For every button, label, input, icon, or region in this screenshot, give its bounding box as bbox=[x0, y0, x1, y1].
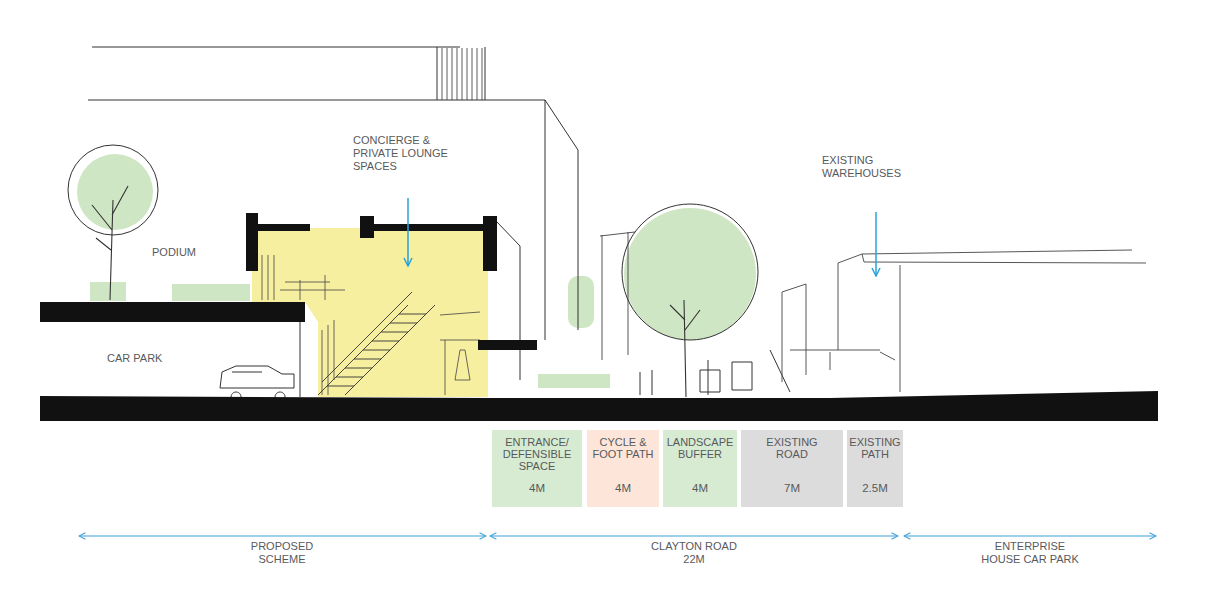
planting bbox=[568, 276, 594, 328]
dimension-band: ENTRANCE/ DEFENSIBLE SPACE 4M bbox=[492, 430, 582, 507]
band-width: 2.5M bbox=[848, 482, 902, 495]
band-name: LANDSCAPE BUFFER bbox=[665, 436, 735, 460]
tree-foliage bbox=[624, 208, 756, 340]
dimension-label: ENTERPRISE HOUSE CAR PARK bbox=[977, 540, 1083, 566]
dimension-label: CLAYTON ROAD 22M bbox=[647, 540, 741, 566]
ground-slab bbox=[40, 391, 1158, 421]
band-name: EXISTING ROAD bbox=[761, 436, 823, 460]
building-outline bbox=[88, 47, 578, 397]
building-outline bbox=[600, 232, 635, 360]
annotation-label: CONCIERGE & PRIVATE LOUNGE SPACES bbox=[353, 134, 465, 173]
callout-arrow bbox=[875, 212, 877, 276]
dimension-line bbox=[79, 535, 486, 536]
tree-trunk bbox=[670, 300, 700, 397]
callout-arrow bbox=[407, 198, 409, 266]
tree-foliage bbox=[77, 154, 153, 230]
interior-sketch bbox=[262, 255, 480, 395]
dimension-line bbox=[904, 535, 1156, 536]
tree-outline bbox=[622, 204, 758, 340]
annotation-label: PODIUM bbox=[152, 246, 196, 259]
dimension-line bbox=[490, 535, 898, 536]
hatch bbox=[442, 48, 482, 100]
annotation-label: EXISTING WAREHOUSES bbox=[822, 154, 914, 180]
tree-outline bbox=[68, 145, 158, 235]
planting bbox=[538, 374, 610, 388]
roof-parapet bbox=[360, 216, 374, 238]
roof-slab bbox=[258, 224, 310, 231]
staircase bbox=[318, 292, 435, 395]
band-name: ENTRANCE/ DEFENSIBLE SPACE bbox=[495, 436, 579, 472]
planting bbox=[90, 282, 126, 301]
planting bbox=[172, 284, 250, 301]
dimension-band: CYCLE & FOOT PATH 4M bbox=[587, 430, 659, 507]
warehouse-outline bbox=[782, 250, 1146, 392]
dimension-band: EXISTING ROAD 7M bbox=[741, 430, 843, 507]
dimension-band: EXISTING PATH 2.5M bbox=[847, 430, 903, 507]
roof-slab bbox=[374, 224, 486, 231]
band-name: EXISTING PATH bbox=[848, 436, 902, 460]
annotation-label: CAR PARK bbox=[107, 352, 162, 365]
podium-slab bbox=[40, 302, 305, 322]
band-name: CYCLE & FOOT PATH bbox=[590, 436, 656, 460]
dimension-band: LANDSCAPE BUFFER 4M bbox=[663, 430, 737, 507]
band-width: 7M bbox=[761, 482, 823, 495]
car bbox=[220, 366, 294, 402]
dimension-label: PROPOSED SCHEME bbox=[236, 540, 328, 566]
street-figures bbox=[640, 350, 790, 395]
roof-parapet bbox=[246, 213, 258, 271]
canopy bbox=[478, 340, 537, 350]
band-width: 4M bbox=[665, 482, 735, 495]
band-width: 4M bbox=[495, 482, 579, 495]
tree-trunk bbox=[92, 186, 128, 300]
roof-parapet bbox=[483, 216, 497, 271]
furniture-sketch bbox=[280, 275, 345, 300]
band-width: 4M bbox=[590, 482, 656, 495]
